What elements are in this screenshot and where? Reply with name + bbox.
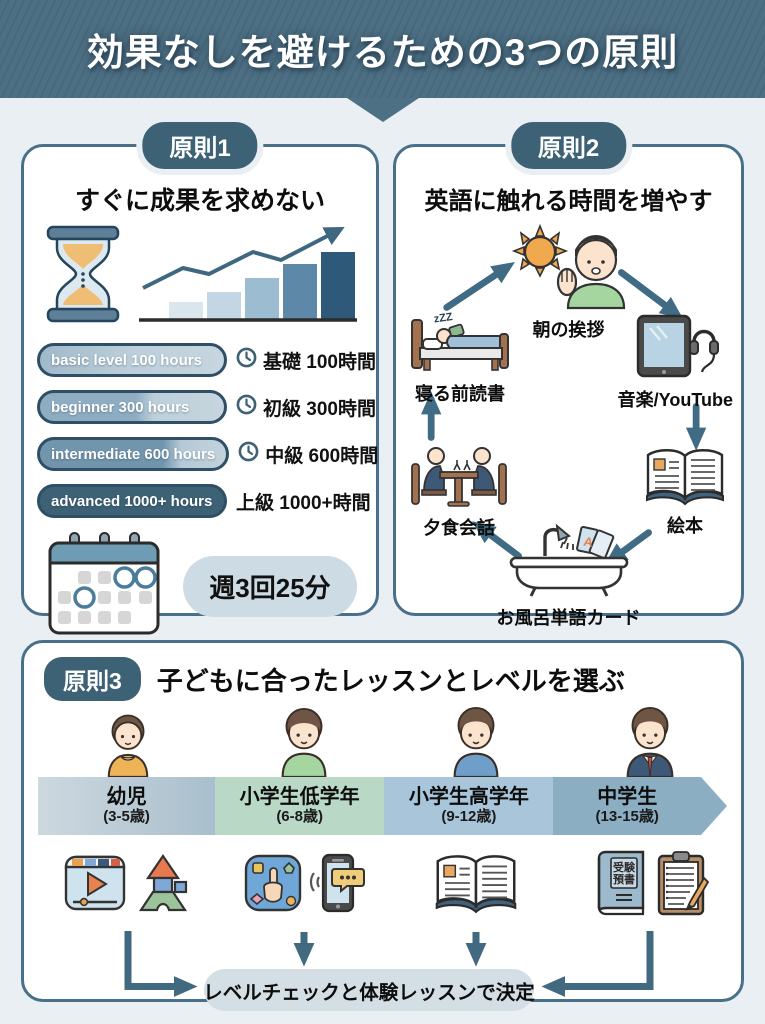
building-blocks-icon xyxy=(133,853,193,917)
touch-app-icon xyxy=(244,854,302,917)
junior-high-methods: 受験 預書 xyxy=(591,850,710,921)
level-label-beginner: 初級 300時間 xyxy=(263,398,376,420)
clock-icon xyxy=(238,441,259,468)
bed-sleeping-icon: zZZ xyxy=(408,311,512,378)
level-label-basic: 基礎 100時間 xyxy=(263,351,376,373)
phone-chat-icon xyxy=(309,853,365,918)
upper-elementary-avatar xyxy=(441,705,511,782)
level-row-basic: basic level 100 hours 基礎 100時間 xyxy=(37,343,376,377)
video-player-icon xyxy=(64,855,126,916)
cycle-label-dinner: 夕食会話 xyxy=(423,518,495,538)
clock-icon xyxy=(236,347,257,374)
cycle-label-bath: お風呂単語カード xyxy=(496,608,641,628)
growth-graphic xyxy=(37,225,363,329)
cycle-label-music: 音楽/YouTube xyxy=(617,390,733,410)
hourglass-icon xyxy=(39,224,127,329)
decision-arrows xyxy=(124,931,654,997)
schedule-pill: 週3回25分 xyxy=(183,556,357,617)
principle3-panel: 原則3 子どもに合ったレッスンとレベルを選ぶ xyxy=(21,640,744,1011)
daily-english-cycle: 朝の挨拶 zZZ xyxy=(404,223,733,628)
cycle-item-morning-greeting: 朝の挨拶 xyxy=(504,223,634,342)
cycle-arrows xyxy=(420,261,707,566)
cycle-item-picture-book: 絵本 xyxy=(643,446,727,538)
textbook-cover-line2: 預書 xyxy=(613,872,635,886)
toddler-avatar xyxy=(95,709,161,782)
cycle-item-bath-cards: A お風呂単語カード xyxy=(497,522,641,630)
cycle-item-bedtime-reading: zZZ 寝る前 xyxy=(408,308,512,406)
principle2-title: 英語に触れる時間を増やす xyxy=(424,188,713,215)
level-label-advanced: 上級 1000+時間 xyxy=(236,492,371,514)
card-letter: A xyxy=(582,534,595,551)
band-segment-toddler: 幼児 (3-5歳) xyxy=(38,777,216,835)
principle2-badge: 原則2 xyxy=(510,122,627,169)
textbook-cover-line1: 受験 xyxy=(613,860,636,874)
level-hours-list: basic level 100 hours 基礎 100時間 beginner … xyxy=(37,343,378,518)
junior-high-avatar xyxy=(615,705,685,782)
growth-bar-chart-icon xyxy=(135,222,361,329)
open-book-icon xyxy=(432,852,520,919)
level-row-advanced: advanced 1000+ hours 上級 1000+時間 xyxy=(37,484,371,518)
cycle-label-book: 絵本 xyxy=(667,516,703,536)
schedule-row: 週3回25分 xyxy=(37,531,363,642)
level-pill-advanced: advanced 1000+ hours xyxy=(37,484,227,518)
band-segment-upper-elementary: 小学生高学年 (9-12歳) xyxy=(384,777,554,835)
level-pill-basic: basic level 100 hours xyxy=(37,343,227,377)
clock-icon xyxy=(236,394,257,421)
band-arrow-tip xyxy=(700,777,727,835)
sun-waving-boy-icon xyxy=(504,223,634,314)
principle1-badge: 原則1 xyxy=(142,122,258,169)
picture-book-icon xyxy=(643,449,727,510)
cycle-label-bedtime: 寝る前読書 xyxy=(415,384,505,404)
lower-elementary-methods xyxy=(244,853,365,918)
level-pill-beginner: beginner 300 hours xyxy=(37,390,227,424)
lower-elementary-avatar xyxy=(269,705,339,782)
upper-elementary-methods xyxy=(432,852,520,919)
calendar-icon xyxy=(43,531,163,642)
page-title: 効果なしを避けるための3つの原則 xyxy=(86,32,679,73)
method-icons-row: 受験 預書 xyxy=(38,841,727,929)
decision-flow: レベルチェックと体験レッスンで決定 xyxy=(38,929,727,1021)
content: 原則1 すぐに成果を求めない xyxy=(0,122,765,1011)
principle1-title: すぐに成果を求めない xyxy=(74,187,325,215)
tablet-headphones-icon xyxy=(630,314,720,384)
header-pointer-triangle xyxy=(346,98,419,122)
age-band: 幼児 (3-5歳) 小学生低学年 (6-8歳) 小学生高学年 (9-12歳) 中… xyxy=(38,777,727,835)
dinner-table-icon xyxy=(410,447,508,512)
principle1-panel: 原則1 すぐに成果を求めない xyxy=(21,122,379,635)
zzz-text: zZZ xyxy=(433,311,454,326)
cycle-item-dinner-talk: 夕食会話 xyxy=(410,444,508,540)
principle3-badge: 原則3 xyxy=(44,657,141,701)
decision-pill: レベルチェックと体験レッスンで決定 xyxy=(203,969,535,1011)
cycle-label-morning: 朝の挨拶 xyxy=(532,320,605,340)
age-group-avatars xyxy=(38,705,727,779)
principle3-title: 子どもに合ったレッスンとレベルを選ぶ xyxy=(156,665,625,696)
exam-textbook-icon: 受験 預書 xyxy=(591,850,649,921)
level-row-beginner: beginner 300 hours 初級 300時間 xyxy=(37,390,376,424)
cycle-item-music-youtube: 音楽/YouTube xyxy=(618,314,733,412)
header-banner: 効果なしを避けるための3つの原則 xyxy=(0,0,765,98)
band-segment-junior-high: 中学生 (13-15歳) xyxy=(553,777,701,835)
level-pill-intermediate: intermediate 600 hours xyxy=(37,437,230,471)
level-row-intermediate: intermediate 600 hours 中級 600時間 xyxy=(37,437,378,471)
level-label-advanced-intermediate: 中級 600時間 xyxy=(265,445,379,467)
toddler-methods xyxy=(64,853,193,917)
band-segment-lower-elementary: 小学生低学年 (6-8歳) xyxy=(215,777,385,835)
bathtub-cards-icon: A xyxy=(509,523,629,602)
checklist-clipboard-icon xyxy=(656,850,710,921)
principle2-panel: 原則2 英語に触れる時間を増やす xyxy=(393,122,744,628)
